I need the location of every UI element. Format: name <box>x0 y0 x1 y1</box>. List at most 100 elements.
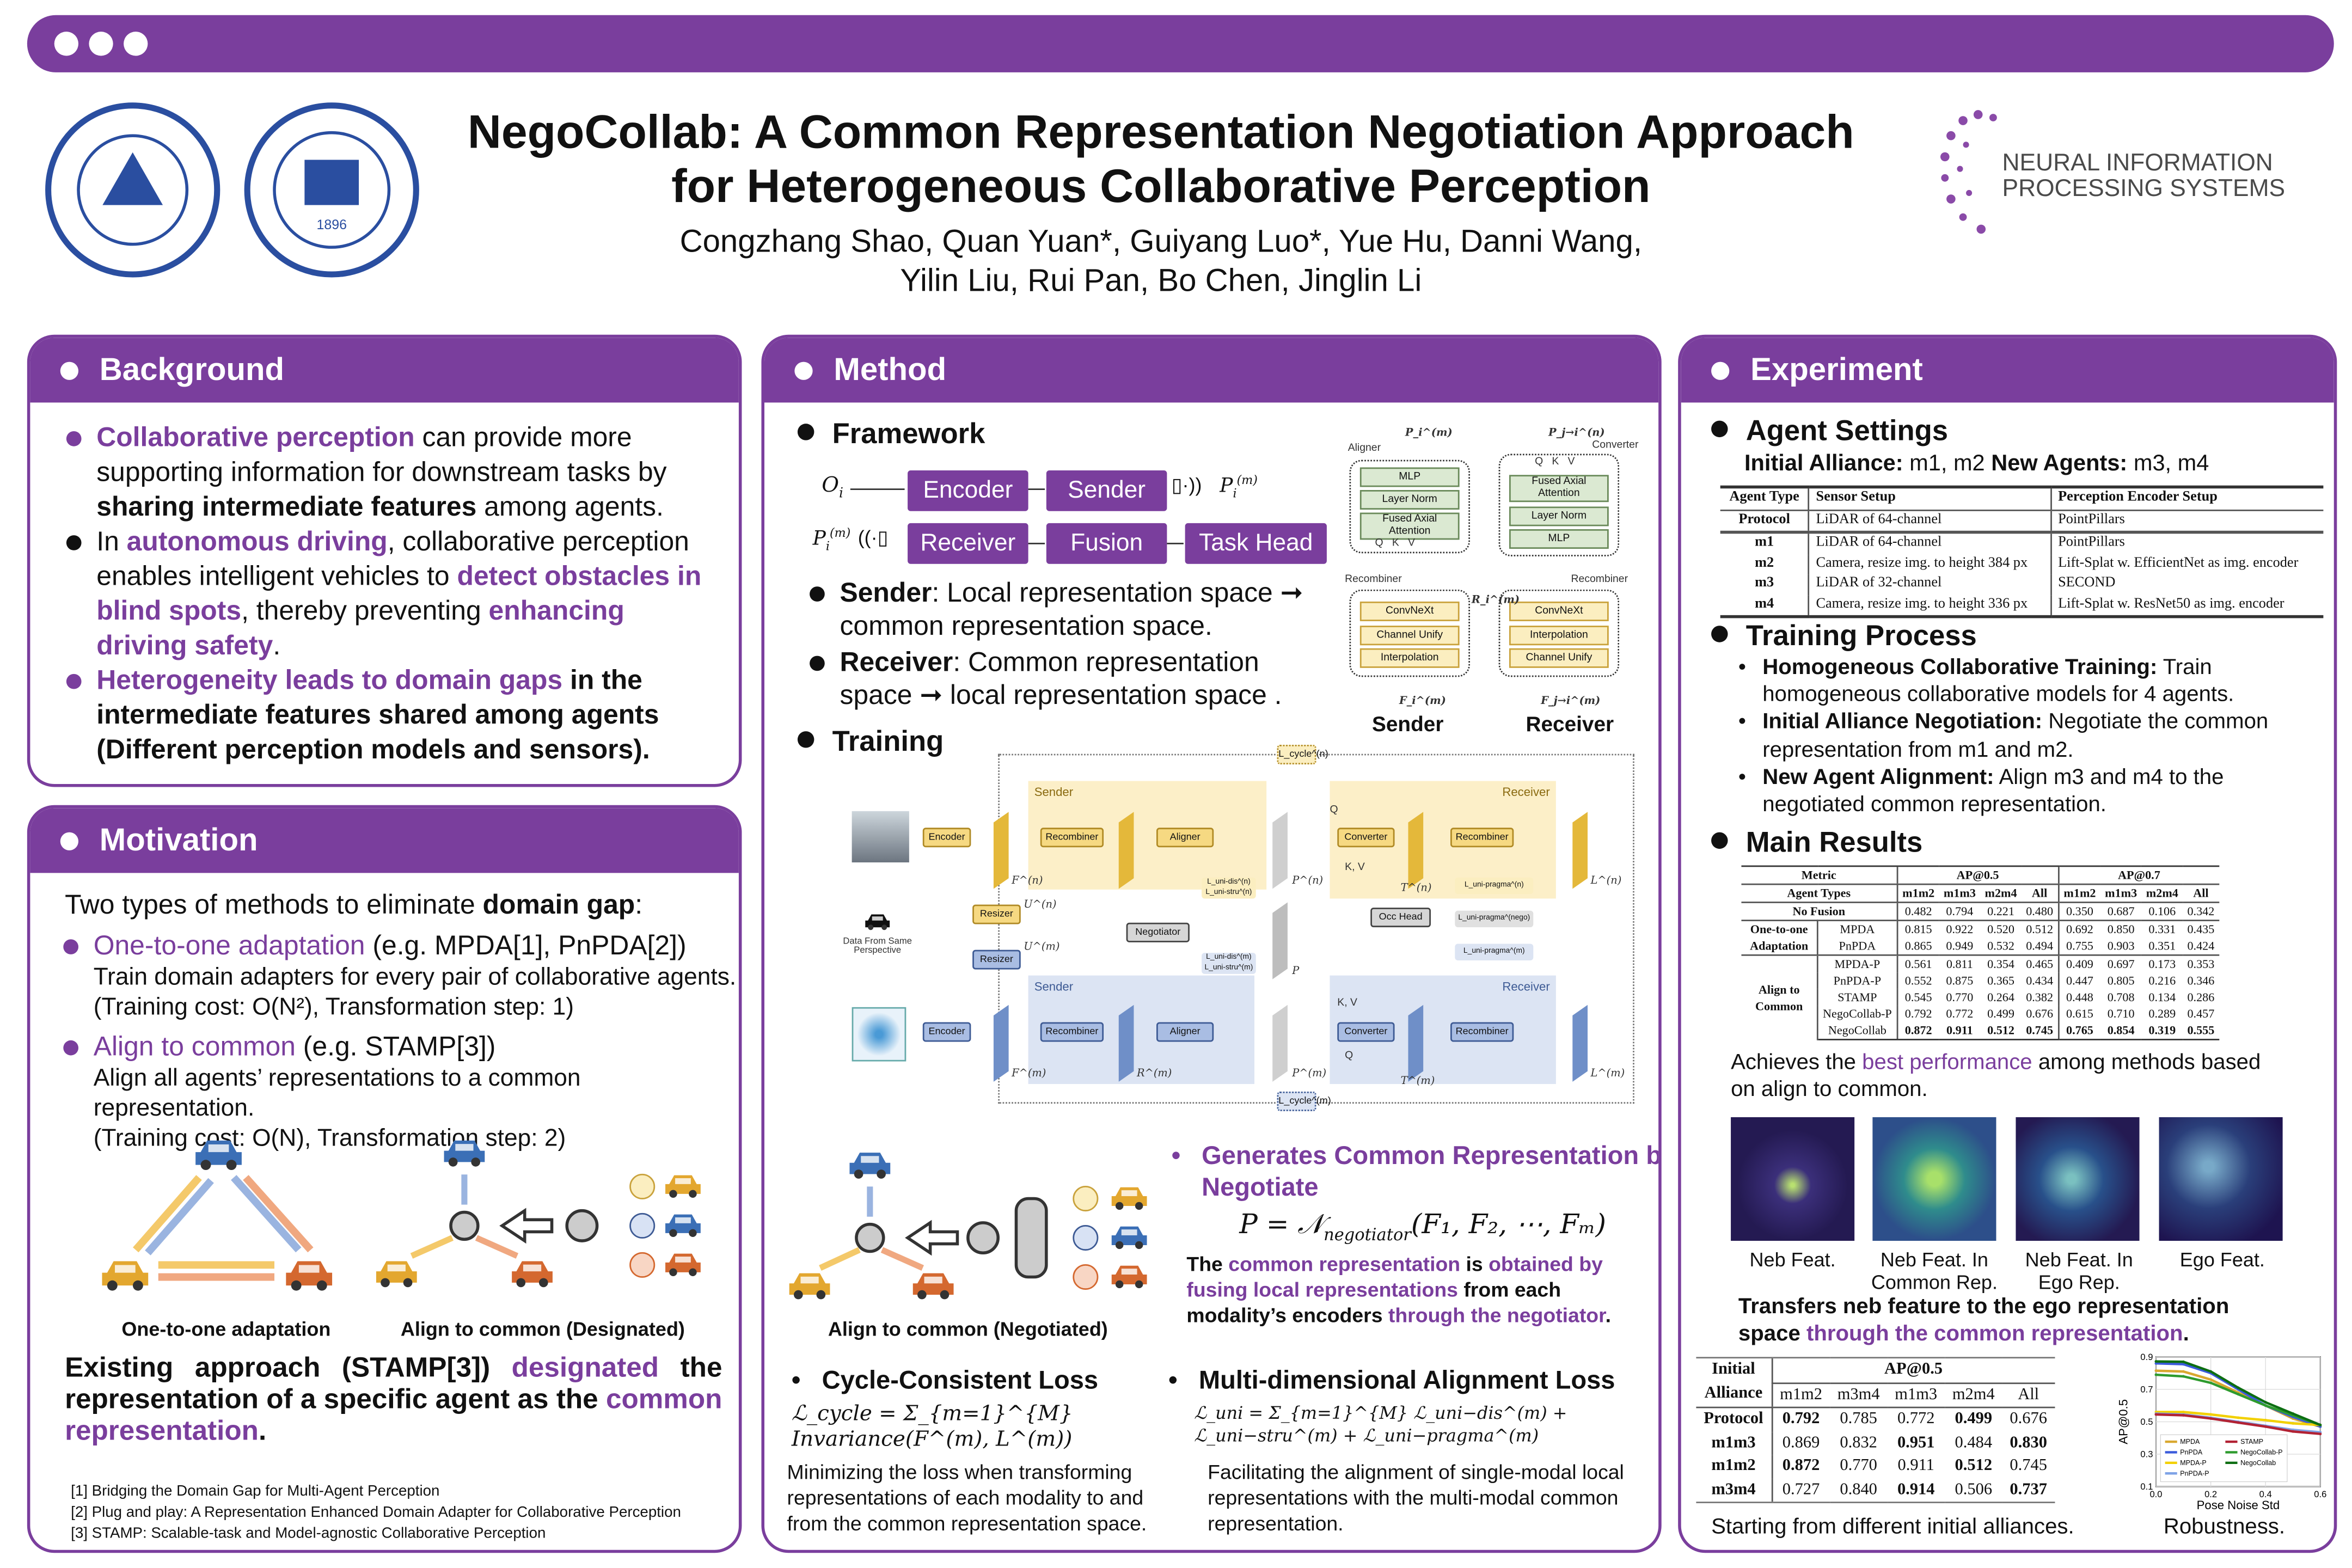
data-point <box>2154 1413 2158 1416</box>
text-segment: Negotiate the common representation from… <box>1762 710 2269 763</box>
label: K, V <box>1345 862 1365 873</box>
table-cell: 0.480 <box>2021 901 2059 921</box>
negotiated-illustration <box>789 1153 1147 1300</box>
r-label: R_i^(m) <box>1471 592 1520 607</box>
table-cell: 0.512 <box>1955 1456 1993 1475</box>
caption-negotiated: Align to common (Negotiated) <box>828 1318 1108 1340</box>
text-segment: New Agents: <box>1991 450 2128 477</box>
receiver-caption: Receiver <box>1526 712 1614 736</box>
ap-header: AP@0.5 <box>1896 865 2059 885</box>
fusion-block: Fusion <box>1046 523 1167 564</box>
background-panel: Background Collaborative perception can … <box>27 334 742 787</box>
text-segment: obtained by fusing local representations <box>1186 1253 1603 1301</box>
data-point <box>2292 1430 2295 1433</box>
method-name: PnPDA-P <box>1833 973 1882 988</box>
svg-text:1896: 1896 <box>317 217 347 232</box>
method-one-to-one: One-to-one adaptation (e.g. MPDA[1], PnP… <box>60 929 739 964</box>
feature-l-n <box>1572 812 1588 889</box>
feature-t-n <box>1408 812 1424 889</box>
table-cell: 0.676 <box>2010 1410 2047 1428</box>
table-cell: 0.520 <box>1980 920 2022 938</box>
column-header: m3m4 <box>1829 1382 1888 1408</box>
text-segment: . <box>273 630 281 660</box>
table-cell: 0.687 <box>2100 901 2142 921</box>
column-header: m1m3 <box>1939 884 1981 903</box>
mlp-block: MLP <box>1359 467 1460 487</box>
f-label: F_i^(m) <box>1399 693 1446 707</box>
group-label: No Fusion <box>1741 901 1897 921</box>
occ-head-block: Occ Head <box>1370 908 1431 928</box>
car-icon <box>865 914 890 930</box>
feature-caption: Neb Feat. In Ego Rep. <box>2025 1248 2133 1294</box>
background-item: Heterogeneity leads to domain gaps in th… <box>63 663 712 767</box>
text-segment: Initial Alliance Negotiation: <box>1762 710 2043 735</box>
table-cell: 0.545 <box>1896 989 1939 1006</box>
table-cell: 0.615 <box>2057 1006 2100 1022</box>
data-point <box>2264 1401 2267 1404</box>
label: Q <box>1345 1051 1353 1062</box>
authors: Congzhang Shao, Quan Yuan*, Guiyang Luo*… <box>377 223 1945 302</box>
camera-image <box>852 811 909 862</box>
feature-f-m <box>993 1004 1009 1082</box>
text-segment: among agents. <box>476 491 664 522</box>
aligner-label: Aligner <box>1347 443 1381 454</box>
text-segment: : Local representation space ➞ common re… <box>840 577 1303 641</box>
legend-label: PnPDA-P <box>2180 1469 2209 1477</box>
method-name: STAMP <box>1837 990 1877 1004</box>
table-cell: 0.765 <box>2057 1022 2100 1040</box>
aligner-n: Aligner <box>1156 828 1214 848</box>
table-cell: 0.286 <box>2187 990 2215 1004</box>
column-header: m1m2 <box>2057 884 2100 903</box>
window-title-bar <box>27 15 2334 72</box>
data-point <box>2264 1418 2267 1422</box>
text-segment: . <box>1605 1304 1612 1327</box>
table-cell: 0.499 <box>1987 1007 2014 1021</box>
table-cell: 0.434 <box>2026 973 2054 988</box>
table-cell: PointPillars <box>2050 532 2324 554</box>
column-header: m1m2 <box>1771 1382 1830 1408</box>
table-cell: 0.922 <box>1939 920 1981 938</box>
table-cell: 0.872 <box>1896 1022 1939 1040</box>
converter-group <box>1498 454 1620 556</box>
converter-label: Converter <box>1592 440 1639 451</box>
table-cell: 0.331 <box>2141 920 2183 938</box>
cycle-heading: • Cycle-Consistent Loss <box>792 1366 1098 1396</box>
table-cell: 0.811 <box>1939 954 1981 973</box>
table-cell: 0.832 <box>1840 1433 1877 1451</box>
legend-label: MPDA-P <box>2180 1459 2206 1467</box>
table-cell: 0.772 <box>1897 1410 1935 1428</box>
neb-feat-ego-image <box>2016 1117 2140 1241</box>
encoder-n: Encoder <box>922 828 971 848</box>
x-tick-label: 0.4 <box>2259 1489 2272 1499</box>
table-cell: m1 <box>1755 535 1774 550</box>
cycle-formula: ℒ_cycle = Σ_{m=1}^{M} Invariance(F^(m), … <box>791 1402 1073 1452</box>
text-segment: among methods based on align to common. <box>1731 1051 2261 1102</box>
sender-description: Sender: Local representation space ➞ com… <box>807 576 1320 642</box>
text-segment: . <box>2183 1322 2189 1346</box>
recombiner-n: Recombiner <box>1040 828 1104 848</box>
text-segment: in the intermediate features shared amon… <box>96 665 659 764</box>
table-cell: 0.512 <box>2021 920 2059 938</box>
x-tick-label: 0.2 <box>2204 1489 2217 1499</box>
authors-line-1: Congzhang Shao, Quan Yuan*, Guiyang Luo*… <box>679 224 1643 260</box>
motivation-panel: Motivation Two types of methods to elimi… <box>27 805 742 1553</box>
sender-region-bottom: Sender <box>1028 975 1254 1085</box>
label: F^(m) <box>1012 1067 1046 1080</box>
legend-label: NegoCollab <box>2240 1459 2276 1467</box>
interpolation-block: Interpolation <box>1359 648 1460 668</box>
arrow <box>850 488 905 490</box>
table-cell: 0.911 <box>1897 1456 1934 1475</box>
table-cell: 0.830 <box>2010 1433 2047 1451</box>
fused-axial-attention-block: Fused Axial Attention <box>1509 475 1609 503</box>
table-cell: 0.710 <box>2107 1007 2135 1021</box>
method-name: MPDA-P <box>1817 954 1897 973</box>
table-cell: 0.840 <box>1829 1478 1888 1503</box>
uni-loss-m: L_uni-dis^(m) L_uni-stru^(m) <box>1202 953 1256 974</box>
p-label: P_j→i^(n) <box>1548 425 1605 439</box>
